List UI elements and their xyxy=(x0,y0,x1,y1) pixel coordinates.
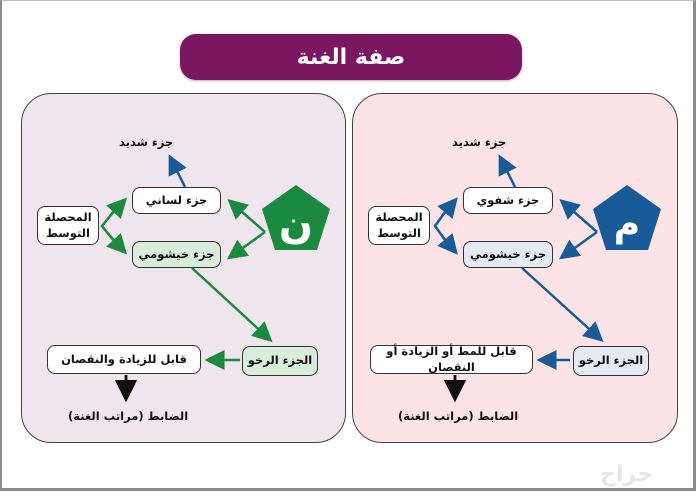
meem-result-box: المحصلة التوسط xyxy=(368,206,430,245)
meem-nasal-part-box: جزء خيشومي xyxy=(463,241,553,268)
meem-result-line1: المحصلة xyxy=(375,209,423,224)
noon-result-line1: المحصلة xyxy=(44,209,92,224)
noon-tongue-part-box: جزء لساني xyxy=(132,187,221,214)
svg-text:م: م xyxy=(614,204,640,245)
meem-panel xyxy=(352,93,678,443)
noon-control-label: الضابط (مراتب الغنة) xyxy=(68,409,189,423)
noon-soft-part-text: الجزء الرخو xyxy=(247,353,313,368)
meem-pentagon-icon: م xyxy=(593,185,661,250)
meem-capacity-text: قابل للمط أو الزيادة أو النقصان xyxy=(386,343,517,374)
meem-lip-part-text: جزء شفوي xyxy=(476,192,540,207)
meem-strong-part-label: جزء شديد xyxy=(452,135,507,149)
noon-pentagon-icon: ن xyxy=(262,185,330,250)
meem-result-line2: التوسط xyxy=(377,225,421,240)
meem-capacity-box: قابل للمط أو الزيادة أو النقصان xyxy=(370,343,533,374)
svg-text:ن: ن xyxy=(279,202,313,248)
noon-tongue-part-text: جزء لساني xyxy=(145,192,208,207)
meem-nasal-part-text: جزء خيشومي xyxy=(470,246,546,261)
page-title: صفة الغنة xyxy=(296,44,406,70)
noon-result-box: المحصلة التوسط xyxy=(37,206,99,245)
meem-lip-part-box: جزء شفوي xyxy=(463,187,553,214)
noon-capacity-text: قابل للزيادة والنقصان xyxy=(61,351,187,366)
noon-capacity-box: قابل للزيادة والنقصان xyxy=(47,345,201,374)
noon-panel xyxy=(21,93,346,443)
watermark-logo: حراج xyxy=(600,462,653,487)
noon-nasal-part-box: جزء خيشومي xyxy=(132,241,221,268)
noon-nasal-part-text: جزء خيشومي xyxy=(138,246,215,261)
noon-strong-part-label: جزء شديد xyxy=(119,135,174,149)
title-banner: صفة الغنة xyxy=(180,34,522,80)
noon-soft-part-box: الجزء الرخو xyxy=(242,346,318,376)
meem-soft-part-text: الجزء الرخو xyxy=(578,353,644,368)
meem-control-label: الضابط (مراتب الغنة) xyxy=(398,409,519,423)
meem-soft-part-box: الجزء الرخو xyxy=(573,346,649,376)
noon-result-line2: التوسط xyxy=(46,225,90,240)
